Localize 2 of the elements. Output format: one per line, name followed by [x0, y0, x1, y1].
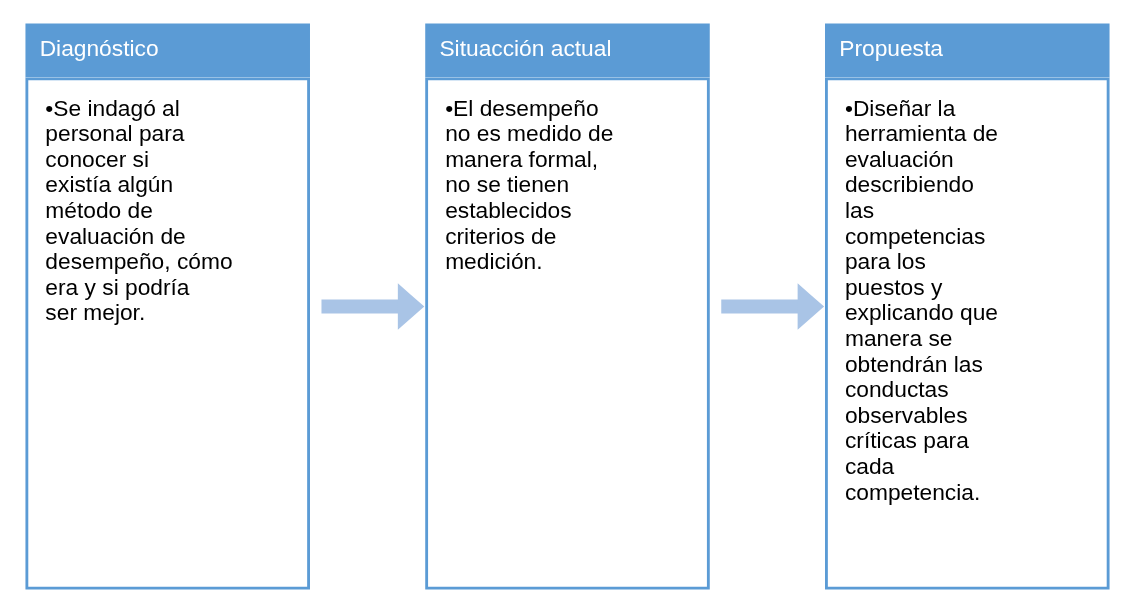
arrow	[321, 283, 425, 330]
arrow	[721, 283, 825, 330]
